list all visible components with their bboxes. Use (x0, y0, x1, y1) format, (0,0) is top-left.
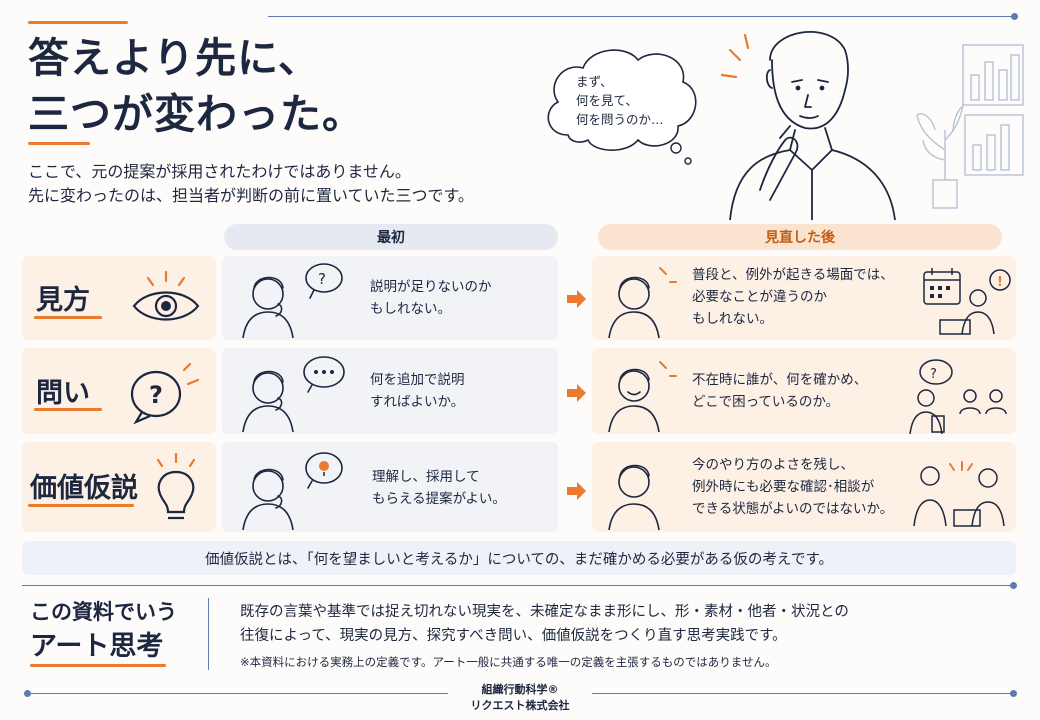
row-before-line: もしれない。 (370, 301, 451, 317)
row-label-underline (34, 408, 102, 411)
person-neutral-icon (604, 450, 684, 530)
row-after-line: 必要なことが違うのか (692, 289, 827, 305)
column-header-after: 見直した後 (598, 224, 1002, 250)
definition-footnote: ※本資料における実務上の定義です。アート一般に共通する唯一の定義を主張するもので… (240, 655, 777, 669)
footer-line-2: リクエスト株式会社 (470, 699, 570, 712)
footer-dot-left (24, 690, 31, 697)
column-header-before: 最初 (224, 224, 558, 250)
row-before-line: もらえる提案がよい。 (372, 491, 506, 507)
svg-text:?: ? (318, 270, 326, 288)
row-before-box-question (222, 348, 558, 434)
svg-text:?: ? (149, 381, 163, 409)
footer-line-1: 組織行動科学® (481, 683, 559, 696)
consultation-icon (906, 452, 1012, 530)
arrow-right-icon (565, 288, 587, 310)
row-after-line: できる状態がよいのではないか。 (692, 501, 894, 517)
person-idea-icon (238, 446, 348, 530)
arrow-right-icon (565, 480, 587, 502)
thinking-man-illustration (700, 20, 930, 220)
row-after-box-value (592, 442, 1016, 532)
row-before-box-view (222, 256, 558, 340)
title-accent-line (28, 21, 128, 24)
section-divider (22, 585, 1012, 586)
row-label-view: 見方 (36, 285, 90, 316)
thought-line-3: 何を問うのか… (576, 112, 664, 127)
plant-and-chart-icon (916, 44, 1024, 209)
footer-company: 組織行動科学® リクエスト株式会社 (440, 682, 600, 714)
row-label-underline (34, 316, 102, 319)
question-bubble-icon: ? (124, 358, 208, 428)
definition-vertical-divider (208, 598, 209, 670)
row-before-text-question: 何を追加で説明 すればよいか。 (370, 369, 465, 413)
footer-dot-right (1010, 690, 1017, 697)
row-label-box-view (22, 256, 216, 340)
title-underline (28, 142, 90, 145)
definition-title: この資料でいう アート思考 (30, 596, 177, 666)
thought-bubble: まず、 何を見て、 何を問うのか… (538, 40, 708, 170)
lightbulb-icon (148, 452, 204, 526)
row-after-text-view: 普段と、例外が起きる場面では、 必要なことが違うのか もしれない。 (692, 264, 894, 330)
row-after-line: 不在時に誰が、何を確かめ、 (692, 372, 868, 388)
row-before-line: 説明が足りないのか (370, 279, 492, 295)
intro-text: ここで、元の提案が採用されたわけではありません。 先に変わったのは、担当者が判断… (28, 160, 474, 208)
row-after-text-value: 今のやり方のよさを残し、 例外時にも必要な確認･相談が できる状態がよいのではな… (692, 454, 893, 520)
row-after-line: もしれない。 (692, 311, 773, 327)
row-label-question: 問い (36, 378, 90, 409)
people-discussion-icon: ? (900, 354, 1010, 434)
intro-line-2: 先に変わったのは、担当者が判断の前に置いていた三つです。 (28, 186, 474, 205)
row-label-box-question (22, 348, 216, 434)
top-divider (268, 16, 1013, 17)
row-after-line: 普段と、例外が起きる場面では、 (692, 267, 894, 283)
section-divider-dot (1010, 582, 1017, 589)
footer-line-right (592, 693, 1012, 694)
row-before-line: 理解し、採用して (372, 469, 480, 485)
thought-line-2: 何を見て、 (576, 93, 638, 108)
arrow-right-icon (565, 382, 587, 404)
definition-line-2: 往復によって、現実の見方、探究すべき問い、価値仮説をつくり直す思考実践です。 (240, 628, 787, 644)
row-after-line: 今のやり方のよさを残し、 (692, 457, 854, 473)
definition-title-line-1: この資料でいう (30, 599, 177, 624)
page-title: 答えより先に、 三つが変わった。 (28, 30, 364, 142)
svg-text:?: ? (930, 367, 937, 382)
definition-line-1: 既存の言葉や基準では捉え切れない現実を、未確定なまま形にし、形・素材・他者・状況… (240, 604, 849, 620)
row-before-line: すればよいか。 (370, 394, 465, 410)
title-line-1: 答えより先に、 (28, 34, 320, 82)
row-before-text-view: 説明が足りないのか もしれない。 (370, 276, 492, 320)
row-after-line: どこで困っているのか。 (692, 394, 840, 410)
row-label-underline (28, 504, 134, 507)
svg-text:!: ! (997, 275, 1003, 290)
person-confused-icon: ? (238, 260, 348, 338)
calendar-laptop-icon: ! (920, 262, 1012, 336)
person-pondering-icon (238, 352, 348, 432)
intro-line-1: ここで、元の提案が採用されたわけではありません。 (28, 162, 411, 181)
row-label-value-hypothesis: 価値仮説 (30, 473, 138, 504)
footer-line-left (28, 693, 448, 694)
thinking-man-icon (720, 30, 896, 220)
top-divider-dot (1011, 13, 1018, 20)
value-hypothesis-note: 価値仮説とは、「何を望ましいと考えるか」についての、まだ確かめる必要がある仮の考… (22, 541, 1016, 575)
row-after-text-question: 不在時に誰が、何を確かめ、 どこで困っているのか。 (692, 369, 867, 413)
row-before-line: 何を追加で説明 (370, 372, 465, 388)
row-after-line: 例外時にも必要な確認･相談が (692, 479, 875, 495)
row-before-text-value: 理解し、採用して もらえる提案がよい。 (372, 466, 506, 510)
eye-icon (128, 268, 204, 330)
definition-text: 既存の言葉や基準では捉え切れない現実を、未確定なまま形にし、形・素材・他者・状況… (240, 600, 849, 648)
title-line-2: 三つが変わった。 (28, 90, 364, 138)
definition-underline (30, 664, 166, 667)
person-thinking-icon (604, 262, 684, 338)
office-background-decoration (905, 40, 1025, 225)
thought-bubble-text: まず、 何を見て、 何を問うのか… (576, 72, 664, 129)
row-before-box-value (222, 442, 558, 532)
person-smiling-icon (604, 354, 684, 432)
definition-title-line-2: アート思考 (30, 631, 164, 662)
thought-line-1: まず、 (576, 74, 613, 89)
thought-bubble-cloud-icon (547, 49, 697, 165)
